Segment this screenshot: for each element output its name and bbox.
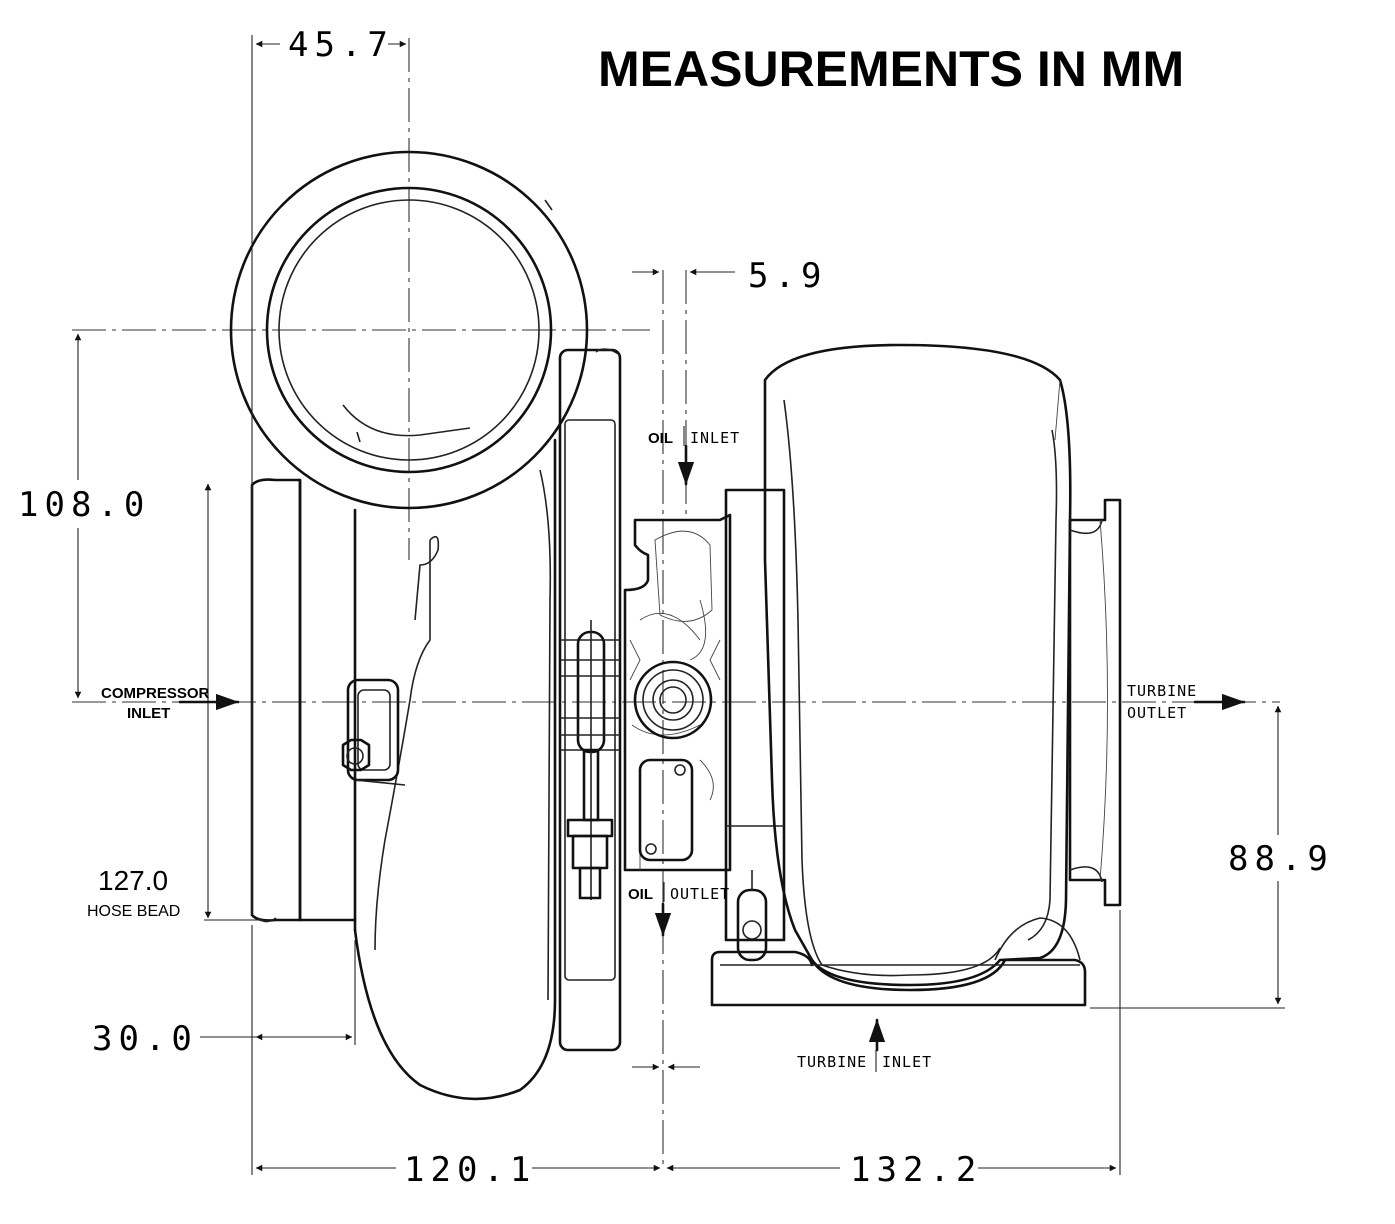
compressor-inlet-line2: INLET	[127, 705, 170, 722]
turbine-inlet-label: TURBINE INLET	[797, 1018, 932, 1072]
oil-outlet-a: OIL	[628, 886, 653, 903]
turbine-housing	[710, 343, 1122, 1007]
compressor-inlet-line1: COMPRESSOR	[101, 685, 210, 702]
turbine-inlet-b: INLET	[882, 1053, 932, 1071]
dimension-45-7: 45.7	[251, 25, 407, 490]
center-lines	[72, 38, 1280, 1170]
page-title: MEASUREMENTS IN MM	[598, 41, 1184, 97]
oil-inlet-a: OIL	[648, 430, 673, 447]
oil-inlet-label: OIL INLET	[648, 426, 740, 486]
compressor-housing	[229, 150, 589, 1101]
oil-outlet-label: OIL OUTLET	[628, 882, 730, 937]
dim-30-0-label: 30.0	[92, 1019, 198, 1059]
actuator-rod	[560, 620, 620, 900]
center-housing	[558, 348, 732, 1052]
dimension-5-9: 5.9	[632, 256, 827, 296]
dimension-120-1: 120.1	[251, 925, 661, 1190]
dim-88-9-label: 88.9	[1228, 839, 1334, 879]
dimension-127-0: 127.0 HOSE BEAD	[87, 483, 258, 921]
dim-108-0-label: 108.0	[18, 485, 150, 525]
turbine-outlet-label: TURBINE OUTLET	[1127, 682, 1246, 722]
dim-45-7-label: 45.7	[288, 25, 394, 65]
oil-inlet-b: INLET	[690, 429, 740, 447]
dimension-108-0: 108.0	[10, 333, 150, 699]
oil-outlet-b: OUTLET	[670, 885, 730, 903]
turbine-outlet-line2: OUTLET	[1127, 704, 1187, 722]
dimension-132-2: 132.2	[666, 910, 1121, 1190]
dim-132-2-label: 132.2	[850, 1150, 982, 1190]
dimension-88-9: 88.9	[1090, 705, 1335, 1009]
hose-bead-note: HOSE BEAD	[87, 903, 180, 920]
turbine-outlet-line1: TURBINE	[1127, 682, 1197, 700]
dimension-30-0: 30.0	[92, 940, 356, 1059]
compressor-inlet-label: COMPRESSOR INLET	[101, 685, 240, 722]
dim-120-1-label: 120.1	[404, 1150, 536, 1190]
dim-5-9-label: 5.9	[748, 256, 827, 296]
dim-127-0-label: 127.0	[98, 865, 168, 896]
turbine-inlet-a: TURBINE	[797, 1053, 867, 1071]
